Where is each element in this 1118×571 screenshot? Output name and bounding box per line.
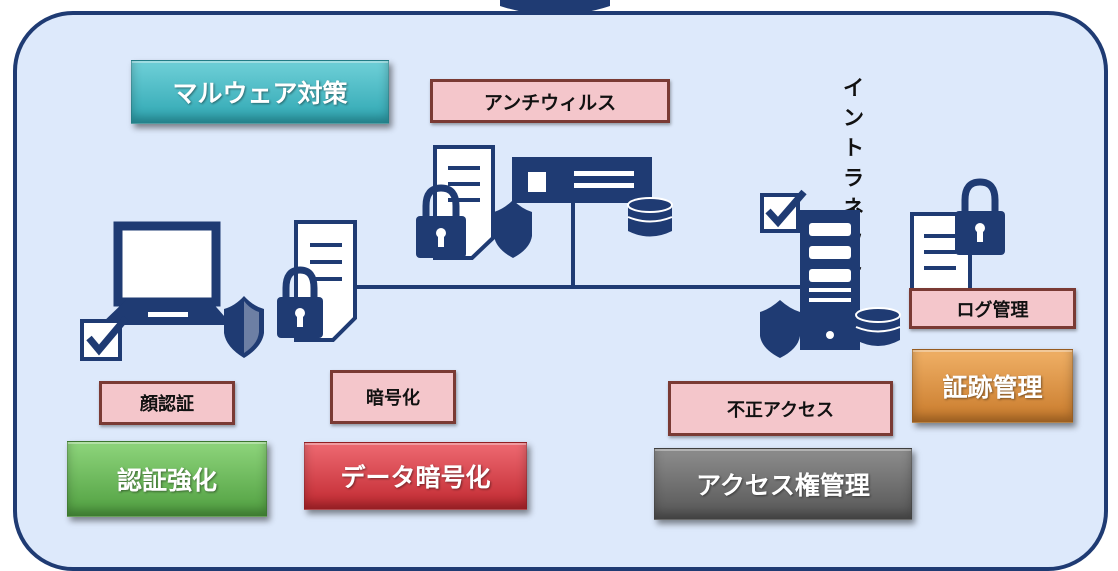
auth-measure-button[interactable]: 認証強化 bbox=[67, 441, 267, 517]
unauthorized-access-label: 不正アクセス bbox=[668, 381, 893, 436]
encryption-label: 暗号化 bbox=[330, 370, 456, 424]
server-icon bbox=[512, 157, 652, 203]
malware-measure-button[interactable]: マルウェア対策 bbox=[131, 60, 389, 124]
server-icon bbox=[800, 210, 860, 350]
audit-trail-measure-button[interactable]: 証跡管理 bbox=[912, 349, 1073, 423]
log-management-label: ログ管理 bbox=[909, 288, 1076, 329]
face-auth-label: 顔認証 bbox=[99, 381, 235, 425]
shield-icon bbox=[494, 200, 532, 258]
lock-icon bbox=[416, 184, 466, 258]
shield-icon bbox=[224, 296, 264, 358]
checkbox-icon bbox=[80, 315, 129, 361]
access-control-measure-button[interactable]: アクセス権管理 bbox=[654, 448, 912, 520]
checkbox-icon bbox=[760, 189, 807, 233]
database-icon bbox=[855, 307, 901, 346]
lock-icon bbox=[277, 266, 323, 338]
network-line bbox=[355, 200, 800, 289]
laptop-icon bbox=[100, 221, 232, 325]
shield-icon bbox=[760, 300, 800, 358]
antivirus-label: アンチウィルス bbox=[430, 79, 670, 123]
database-icon bbox=[627, 197, 673, 237]
lock-icon bbox=[955, 178, 1005, 255]
data-encryption-measure-button[interactable]: データ暗号化 bbox=[304, 442, 527, 510]
